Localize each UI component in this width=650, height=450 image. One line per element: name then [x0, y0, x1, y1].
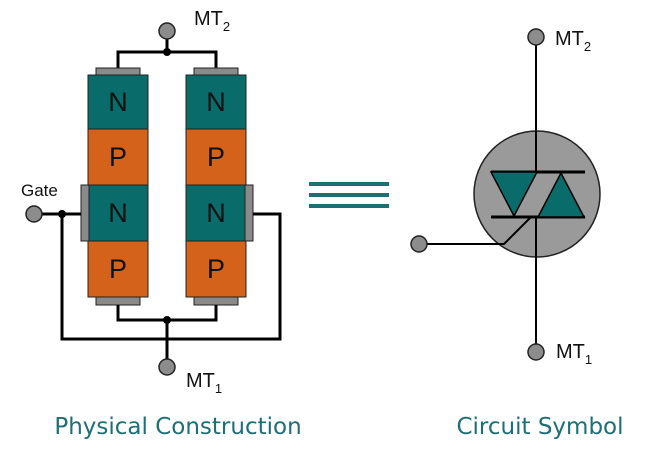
symbol-caption: Circuit Symbol	[456, 414, 623, 440]
symbol-down-triangle	[489, 171, 539, 218]
left-layer-4-label: P	[109, 254, 127, 284]
mt2-terminal	[158, 22, 176, 40]
right-layer-1-label: N	[206, 87, 226, 117]
symbol-mt1-label: MT1	[556, 341, 592, 367]
gate-label: Gate	[21, 181, 58, 200]
symbol-mt1-terminal	[527, 343, 545, 361]
circuit-symbol: MT2 MT1 Circuit Symbol	[410, 28, 624, 440]
symbol-mt2-terminal	[527, 28, 545, 46]
left-gate-contact	[80, 184, 90, 242]
gate-wiring	[25, 205, 282, 341]
left-bottom-contact	[95, 296, 141, 306]
gate-terminal	[25, 205, 43, 223]
gate-junction-dot	[58, 210, 66, 218]
mt1-terminal	[158, 358, 176, 376]
right-column: N P N P	[185, 74, 247, 298]
left-layer-3-label: N	[108, 198, 128, 228]
mt1-label: MT1	[186, 370, 222, 396]
physical-construction: N P N P N P N P	[21, 8, 302, 440]
symbol-mt2-label: MT2	[555, 28, 591, 54]
equivalence-sign	[309, 182, 389, 208]
left-layer-2-label: P	[109, 142, 127, 172]
mt2-junction-dot	[163, 48, 171, 56]
right-layer-4-label: P	[207, 254, 225, 284]
mt2-label: MT2	[194, 8, 230, 34]
physical-caption: Physical Construction	[54, 414, 301, 440]
symbol-gate-terminal	[410, 235, 428, 253]
right-gate-contact	[244, 184, 254, 242]
mt1-wiring	[116, 305, 218, 376]
right-bottom-contact	[193, 296, 239, 306]
right-layer-3-label: N	[206, 198, 226, 228]
mt1-junction-dot	[163, 316, 171, 324]
left-column: N P N P	[87, 74, 149, 298]
right-layer-2-label: P	[207, 142, 225, 172]
left-layer-1-label: N	[108, 87, 128, 117]
symbol-up-triangle	[536, 171, 586, 218]
mt2-wiring	[116, 22, 218, 68]
